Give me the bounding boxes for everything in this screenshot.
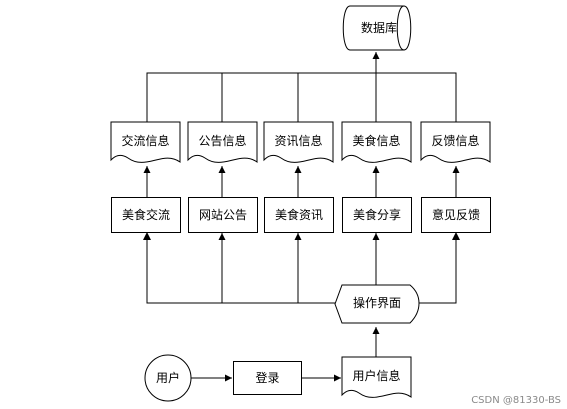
user-info: 用户信息 xyxy=(342,357,411,401)
info-doc-label: 美食信息 xyxy=(352,134,401,148)
user-info-label: 用户信息 xyxy=(352,369,401,383)
doc-shape-2 xyxy=(187,121,258,163)
info-doc-3: 资讯信息 xyxy=(264,122,333,166)
function-label: 美食分享 xyxy=(352,208,401,222)
login-label: 登录 xyxy=(255,371,280,385)
database-label: 数据库 xyxy=(360,21,397,35)
user: 用户 xyxy=(145,355,191,401)
operation-ui-shape xyxy=(334,284,420,324)
user-label: 用户 xyxy=(155,371,180,385)
function-label: 意见反馈 xyxy=(431,208,480,222)
info-doc-5: 反馈信息 xyxy=(421,122,490,166)
info-doc-label: 反馈信息 xyxy=(431,134,480,148)
function-label: 美食交流 xyxy=(121,208,170,222)
doc-shape-4 xyxy=(341,121,412,163)
function-box-5: 意见反馈 xyxy=(421,197,491,233)
bus-bottom-right xyxy=(417,233,457,304)
bus-top xyxy=(146,72,457,122)
info-doc-label: 资讯信息 xyxy=(274,134,323,148)
bus-bottom xyxy=(146,233,335,304)
function-label: 美食资讯 xyxy=(274,208,323,222)
database: 数据库 xyxy=(341,6,413,50)
operation-ui-label: 操作界面 xyxy=(352,296,401,310)
watermark: CSDN @81330-BS xyxy=(471,395,561,406)
doc-shape-3 xyxy=(263,121,334,163)
info-doc-4: 美食信息 xyxy=(342,122,411,166)
function-box-3: 美食资讯 xyxy=(264,197,334,233)
function-box-1: 美食交流 xyxy=(111,197,181,233)
user-info-shape xyxy=(341,356,412,398)
info-doc-label: 交流信息 xyxy=(121,134,170,148)
function-label: 网站公告 xyxy=(198,208,247,222)
function-box-4: 美食分享 xyxy=(342,197,412,233)
info-doc-2: 公告信息 xyxy=(188,122,257,166)
login-box: 登录 xyxy=(233,361,302,395)
operation-ui: 操作界面 xyxy=(335,285,419,323)
info-doc-label: 公告信息 xyxy=(198,134,247,148)
info-doc-1: 交流信息 xyxy=(111,122,180,166)
function-box-2: 网站公告 xyxy=(188,197,258,233)
user-shape xyxy=(144,354,192,402)
doc-shape-1 xyxy=(110,121,181,163)
doc-shape-5 xyxy=(420,121,491,163)
